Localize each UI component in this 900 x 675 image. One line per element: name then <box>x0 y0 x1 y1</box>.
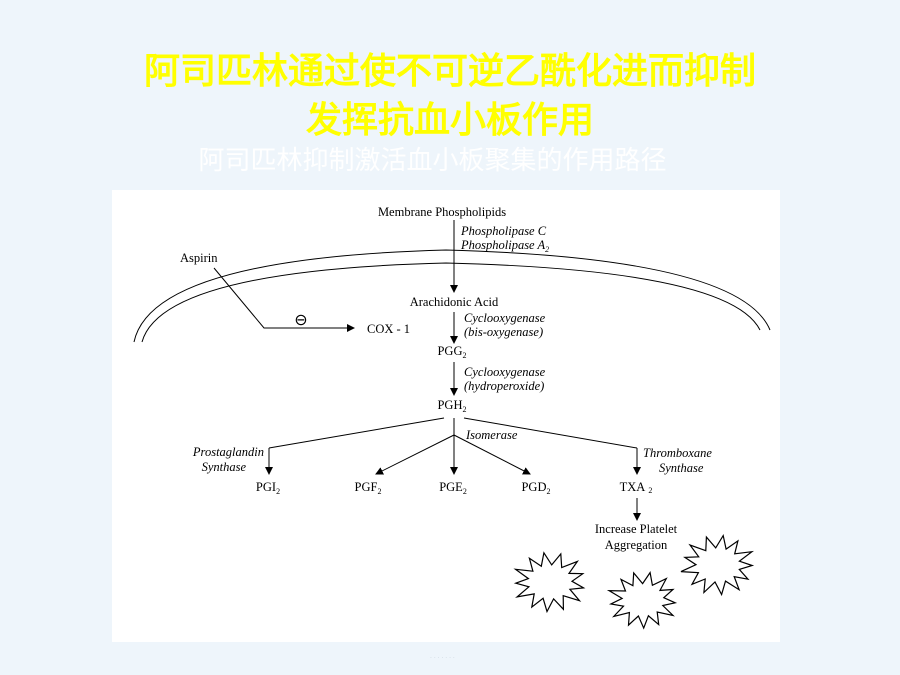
branch-to-txa2 <box>463 417 638 449</box>
label-thromboxane-synthase: Synthase <box>659 461 704 475</box>
pathway-diagram-panel: Membrane Phospholipids Phospholipase C P… <box>112 190 780 642</box>
label-isomerase: Isomerase <box>465 428 518 442</box>
arrow-to-pgd2 <box>453 434 531 475</box>
label-pgd2: PGD2 <box>521 480 550 496</box>
cell-membrane-inner <box>141 262 761 343</box>
label-bis-oxygenase: (bis-oxygenase) <box>464 325 543 339</box>
platelet-starburst-2 <box>680 534 755 597</box>
platelet-starburst-3 <box>606 571 678 630</box>
label-arachidonic-acid: Arachidonic Acid <box>410 295 499 309</box>
pathway-diagram: Membrane Phospholipids Phospholipase C P… <box>133 205 771 630</box>
label-aggregation: Aggregation <box>605 538 668 552</box>
label-pgh2: PGH2 <box>437 398 466 414</box>
inhibit-symbol: ⊖ <box>294 310 307 329</box>
slide-title-line2: 发挥抗血小板作用 <box>305 100 594 141</box>
branch-to-pgi2 <box>268 417 445 449</box>
slide-footer: · · · · · · · <box>430 655 455 662</box>
label-phospholipase-c: Phospholipase C <box>460 224 547 238</box>
label-membrane-phospholipids: Membrane Phospholipids <box>378 205 506 219</box>
cell-membrane-outer <box>133 249 771 343</box>
label-cox1: COX - 1 <box>367 322 410 336</box>
label-pge2: PGE2 <box>439 480 467 496</box>
label-cyclooxygenase-bis: Cyclooxygenase <box>464 311 546 325</box>
slide-subtitle: 阿司匹林抑制激活血小板聚集的作用路径 <box>198 146 667 176</box>
label-prostaglandin: Prostaglandin <box>192 445 264 459</box>
label-pgi2: PGI2 <box>256 480 280 496</box>
slide-title-line1: 阿司匹林通过使不可逆乙酰化进而抑制 <box>143 51 756 92</box>
label-hydroperoxide: (hydroperoxide) <box>464 379 544 393</box>
platelet-starburst-1 <box>513 551 586 614</box>
arrow-to-pgf2 <box>375 434 455 475</box>
label-increase-platelet: Increase Platelet <box>595 522 678 536</box>
platelet-group <box>513 534 755 630</box>
label-thromboxane: Thromboxane <box>643 446 712 460</box>
label-pgg2: PGG2 <box>437 344 466 360</box>
label-cyclooxygenase-hydro: Cyclooxygenase <box>464 365 546 379</box>
label-aspirin: Aspirin <box>180 251 218 265</box>
label-phospholipase-a2: Phospholipase A2 <box>460 238 549 254</box>
label-prostaglandin-synthase: Synthase <box>202 460 247 474</box>
label-pgf2: PGF2 <box>355 480 382 496</box>
arrow-aspirin-to-cox1 <box>213 267 355 332</box>
